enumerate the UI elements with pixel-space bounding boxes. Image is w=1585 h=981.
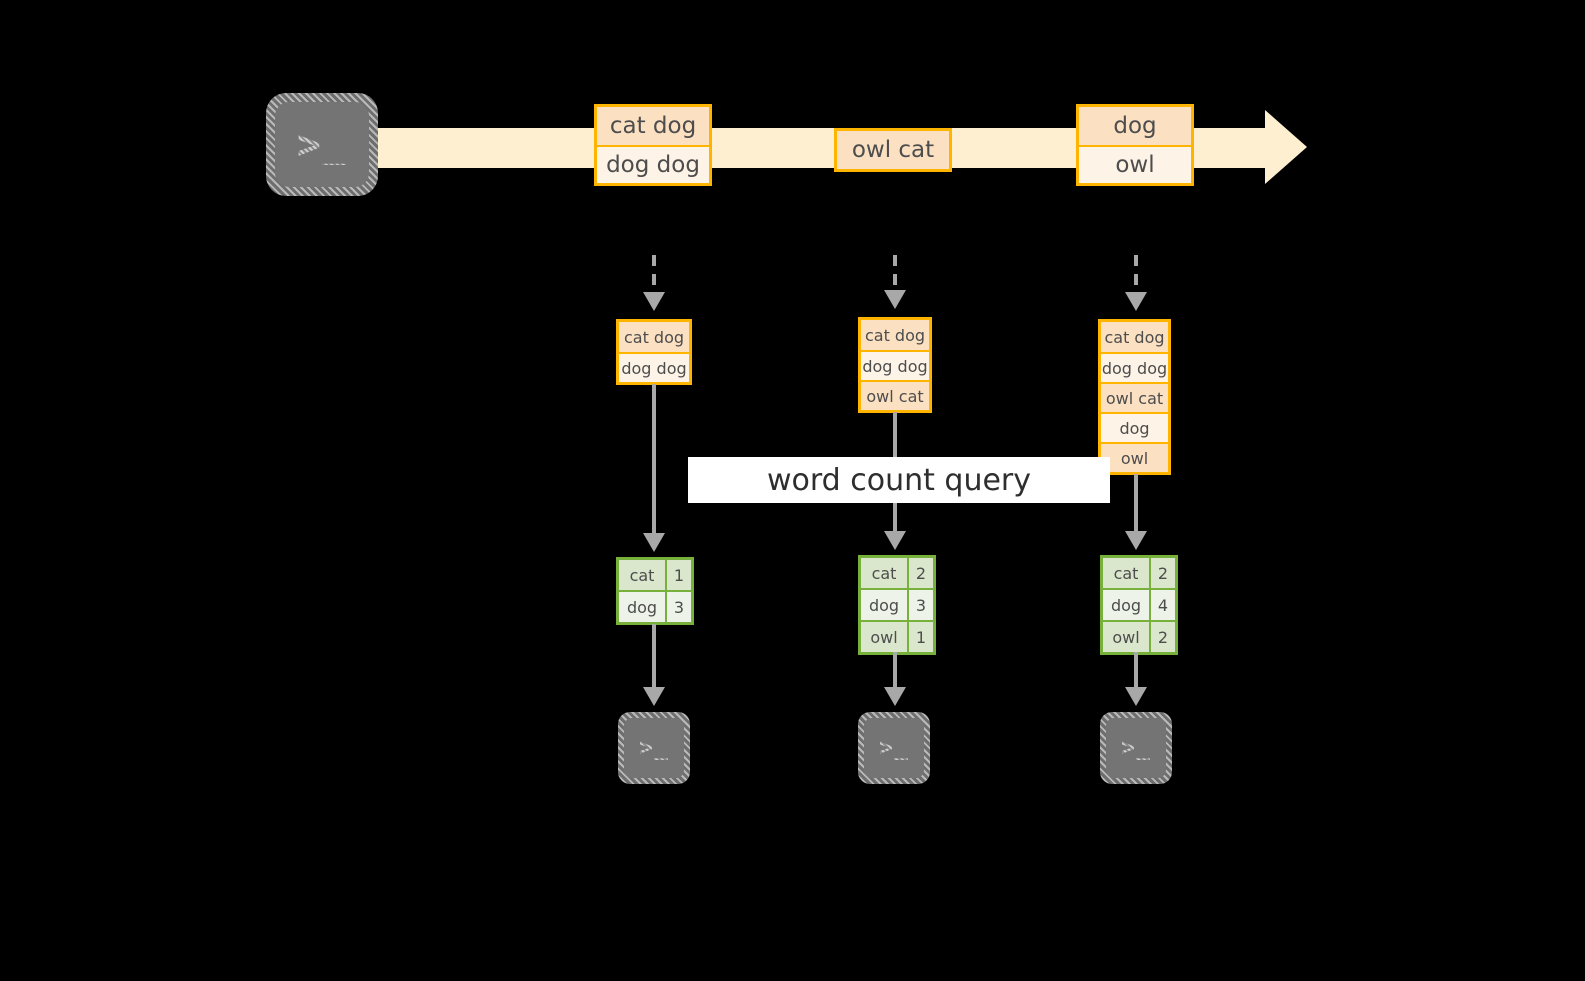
dashed-down-arrow-icon xyxy=(643,292,665,311)
source-terminal-icon: >_ xyxy=(266,93,378,196)
terminal-body xyxy=(1106,718,1166,778)
terminal-prompt-glyph: >_ xyxy=(639,734,669,761)
stream-event-line: owl xyxy=(1079,145,1191,183)
result-count: 1 xyxy=(665,560,691,590)
dashed-down-arrow-icon xyxy=(1125,292,1147,311)
result-count: 3 xyxy=(665,592,691,622)
result-count: 3 xyxy=(907,590,933,620)
result-word: dog xyxy=(861,590,907,620)
snapshot-records-1: cat dog dog dog xyxy=(616,319,692,385)
dashed-down-arrow-icon xyxy=(884,290,906,309)
query-arrow-icon xyxy=(1125,531,1147,550)
result-table-2: cat 2 dog 3 owl 1 xyxy=(858,555,936,655)
query-arrow-icon xyxy=(643,533,665,552)
query-arrow-icon xyxy=(1134,474,1138,536)
sink-arrow-icon xyxy=(652,624,656,692)
table-row: dog 4 xyxy=(1103,588,1175,620)
result-word: dog xyxy=(1103,590,1149,620)
terminal-body xyxy=(624,718,684,778)
terminal-prompt-glyph: >_ xyxy=(296,121,348,168)
table-row: dog 3 xyxy=(861,588,933,620)
result-count: 1 xyxy=(907,622,933,652)
stream-event-1: cat dog dog dog xyxy=(594,104,712,186)
result-word: cat xyxy=(619,560,665,590)
result-word: cat xyxy=(861,558,907,588)
query-label: word count query xyxy=(688,457,1110,503)
sink-arrow-icon xyxy=(1134,652,1138,694)
table-row: owl 1 xyxy=(861,620,933,652)
table-row: dog 3 xyxy=(619,590,691,622)
snapshot-record: dog dog xyxy=(1101,352,1168,382)
query-label-text: word count query xyxy=(766,462,1032,498)
snapshot-record: cat dog xyxy=(861,320,929,350)
result-table-3: cat 2 dog 4 owl 2 xyxy=(1100,555,1178,655)
result-word: dog xyxy=(619,592,665,622)
terminal-body xyxy=(275,102,369,187)
snapshot-record: dog dog xyxy=(861,350,929,380)
result-word: cat xyxy=(1103,558,1149,588)
snapshot-record: owl cat xyxy=(1101,382,1168,412)
result-word: owl xyxy=(1103,622,1149,652)
table-row: owl 2 xyxy=(1103,620,1175,652)
result-count: 2 xyxy=(1149,558,1175,588)
terminal-prompt-glyph: >_ xyxy=(1121,734,1151,761)
stream-event-line: dog dog xyxy=(597,145,709,183)
snapshot-record: owl xyxy=(1101,442,1168,472)
table-row: cat 2 xyxy=(1103,558,1175,588)
stream-event-line: owl cat xyxy=(837,131,949,169)
sink-terminal-icon-2: >_ xyxy=(858,712,930,784)
sink-arrow-icon xyxy=(1125,687,1147,706)
result-count: 4 xyxy=(1149,590,1175,620)
result-count: 2 xyxy=(907,558,933,588)
stream-arrow-icon xyxy=(1265,110,1307,184)
table-row: cat 1 xyxy=(619,560,691,590)
sink-arrow-icon xyxy=(643,687,665,706)
result-count: 2 xyxy=(1149,622,1175,652)
snapshot-records-3: cat dog dog dog owl cat dog owl xyxy=(1098,319,1171,475)
snapshot-record: dog xyxy=(1101,412,1168,442)
snapshot-records-2: cat dog dog dog owl cat xyxy=(858,317,932,413)
snapshot-record: cat dog xyxy=(1101,322,1168,352)
dashed-down-arrow-icon xyxy=(1134,255,1138,295)
query-arrow-icon xyxy=(884,531,906,550)
result-table-1: cat 1 dog 3 xyxy=(616,557,694,625)
stream-event-3: dog owl xyxy=(1076,104,1194,186)
terminal-body xyxy=(864,718,924,778)
stream-event-line: cat dog xyxy=(597,107,709,145)
dashed-down-arrow-icon xyxy=(893,255,897,293)
stream-event-2: owl cat xyxy=(834,128,952,172)
terminal-prompt-glyph: >_ xyxy=(879,734,909,761)
snapshot-record: cat dog xyxy=(619,322,689,352)
stream-event-line: dog xyxy=(1079,107,1191,145)
query-arrow-icon xyxy=(652,384,656,538)
dashed-down-arrow-icon xyxy=(652,255,656,295)
sink-arrow-icon xyxy=(893,652,897,694)
snapshot-record: owl cat xyxy=(861,380,929,410)
sink-arrow-icon xyxy=(884,687,906,706)
sink-terminal-icon-3: >_ xyxy=(1100,712,1172,784)
sink-terminal-icon-1: >_ xyxy=(618,712,690,784)
table-row: cat 2 xyxy=(861,558,933,588)
snapshot-record: dog dog xyxy=(619,352,689,382)
result-word: owl xyxy=(861,622,907,652)
